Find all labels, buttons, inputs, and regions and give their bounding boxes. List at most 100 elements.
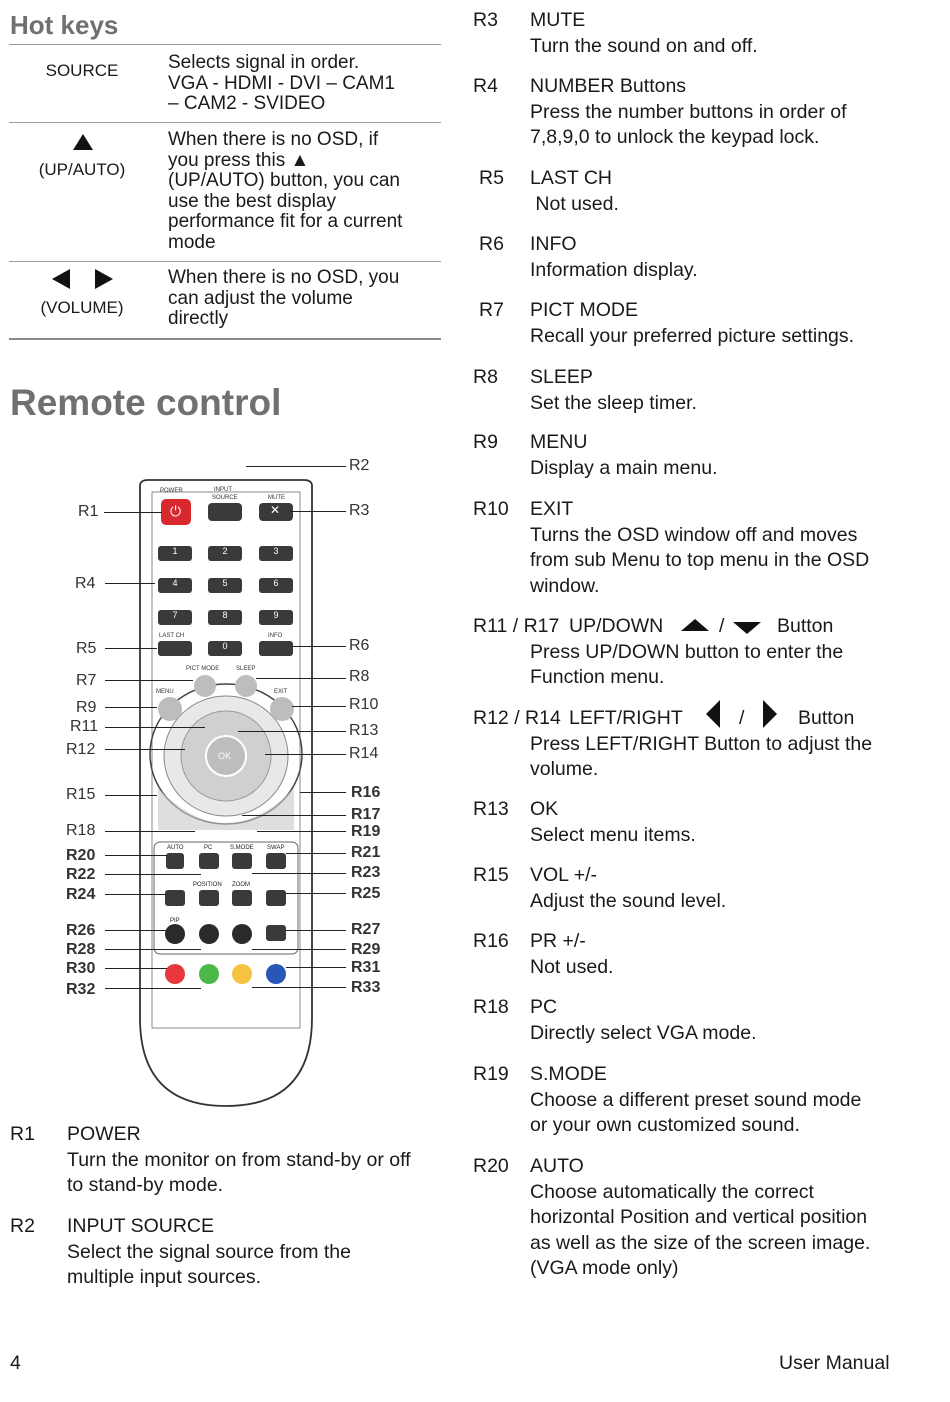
entry-code: R19 bbox=[473, 1063, 509, 1085]
yellow-key-button[interactable] bbox=[232, 964, 252, 984]
pip-tiny-label: PIP bbox=[170, 918, 180, 924]
entry-desc-line: Information display. bbox=[530, 258, 698, 281]
digit-0-button[interactable]: 0 bbox=[208, 641, 242, 656]
callout-r13: R13 bbox=[349, 722, 379, 739]
function-button[interactable] bbox=[165, 890, 185, 906]
leader-line bbox=[242, 815, 346, 816]
entry-desc-line: as well as the size of the screen image. bbox=[530, 1231, 871, 1254]
leader-line bbox=[290, 511, 346, 512]
up-arrow-icon bbox=[72, 133, 94, 156]
right-arrow-icon bbox=[94, 268, 114, 295]
entry-code: R11 / R17 bbox=[473, 615, 560, 637]
entry-desc-line: Turn the monitor on from stand-by or off bbox=[67, 1148, 411, 1171]
pip-button[interactable] bbox=[165, 924, 185, 944]
leader-line bbox=[105, 680, 193, 681]
leader-line bbox=[105, 707, 157, 708]
digit-9-button[interactable]: 9 bbox=[259, 610, 293, 625]
callout-r11: R11 bbox=[70, 718, 99, 735]
leader-line bbox=[105, 583, 155, 584]
hotkey-up-auto-label: (UP/AUTO) bbox=[38, 160, 126, 179]
separator: / bbox=[739, 707, 745, 729]
info-button[interactable] bbox=[259, 641, 293, 656]
entry-name: LAST CH bbox=[530, 167, 612, 189]
hotkey-source-desc: Selects signal in order. VGA - HDMI - DV… bbox=[168, 52, 395, 114]
callout-r6: R6 bbox=[349, 637, 370, 654]
auto-button[interactable] bbox=[166, 853, 184, 869]
entry-name: MENU bbox=[530, 431, 588, 453]
entry-code: R12 / R14 bbox=[473, 707, 561, 729]
swap-tiny-label: SWAP bbox=[267, 845, 285, 851]
input-source-button[interactable] bbox=[208, 503, 242, 521]
down-arrow-icon bbox=[732, 617, 762, 643]
pict-mode-button[interactable] bbox=[194, 675, 216, 697]
hotkey-up-auto-desc: When there is no OSD, if you press this … bbox=[168, 129, 403, 253]
leader-line bbox=[286, 967, 346, 968]
digit-2-button[interactable]: 2 bbox=[208, 546, 242, 561]
leader-line bbox=[265, 754, 346, 755]
mute-button[interactable]: ✕ bbox=[259, 503, 293, 521]
entry-desc-line: Turn the sound on and off. bbox=[530, 34, 758, 57]
menu-button[interactable] bbox=[158, 697, 182, 721]
divider bbox=[9, 338, 441, 340]
digit-6-button[interactable]: 6 bbox=[259, 578, 293, 593]
entry-code: R3 bbox=[473, 9, 498, 31]
ok-button[interactable]: OK bbox=[218, 751, 232, 761]
sleep-button[interactable] bbox=[235, 675, 257, 697]
page-number: 4 bbox=[10, 1352, 21, 1374]
green-key-button[interactable] bbox=[199, 964, 219, 984]
blue-key-button[interactable] bbox=[266, 964, 286, 984]
position-tiny-label: POSITION bbox=[193, 882, 222, 888]
zoom-button[interactable] bbox=[232, 890, 252, 906]
callout-r32: R32 bbox=[66, 981, 96, 998]
red-key-button[interactable] bbox=[165, 964, 185, 984]
callout-r5: R5 bbox=[76, 640, 97, 657]
callout-r25: R25 bbox=[351, 885, 381, 902]
entry-name: PR +/- bbox=[530, 930, 586, 952]
leader-line bbox=[286, 893, 346, 894]
leader-line bbox=[286, 930, 346, 931]
auto-tiny-label: AUTO bbox=[167, 845, 184, 851]
function-button[interactable] bbox=[266, 925, 286, 941]
digit-4-button[interactable]: 4 bbox=[158, 578, 192, 593]
entry-name: EXIT bbox=[530, 498, 574, 520]
digit-7-button[interactable]: 7 bbox=[158, 610, 192, 625]
leader-line bbox=[105, 894, 167, 895]
leader-line bbox=[104, 512, 162, 513]
divider bbox=[9, 261, 441, 262]
function-button[interactable] bbox=[266, 890, 286, 906]
callout-r19: R19 bbox=[351, 823, 381, 840]
entry-desc-line: 7,8,9,0 to unlock the keypad lock. bbox=[530, 126, 820, 148]
last-ch-button[interactable] bbox=[158, 641, 192, 656]
smode-button[interactable] bbox=[232, 853, 252, 869]
entry-desc-line: (VGA mode only) bbox=[530, 1257, 679, 1279]
digit-1-button[interactable]: 1 bbox=[158, 546, 192, 561]
digit-3-button[interactable]: 3 bbox=[259, 546, 293, 561]
entry-name: OK bbox=[530, 798, 559, 820]
function-button[interactable] bbox=[199, 924, 219, 944]
left-arrow-icon bbox=[705, 699, 721, 737]
leader-line bbox=[105, 727, 205, 728]
leader-line bbox=[105, 968, 167, 969]
entry-name: LEFT/RIGHT bbox=[569, 707, 683, 729]
leader-line bbox=[105, 749, 185, 750]
leader-line bbox=[105, 874, 201, 875]
power-icon: ⏻ bbox=[170, 503, 182, 519]
digit-8-button[interactable]: 8 bbox=[208, 610, 242, 625]
leader-line bbox=[105, 988, 201, 989]
callout-r33: R33 bbox=[351, 979, 381, 996]
pc-tiny-label: PC bbox=[204, 845, 213, 851]
info-tiny-label: INFO bbox=[268, 633, 283, 639]
leader-line bbox=[256, 678, 346, 679]
callout-r17: R17 bbox=[351, 806, 381, 823]
callout-r12: R12 bbox=[66, 741, 96, 758]
sleep-tiny-label: SLEEP bbox=[236, 666, 256, 672]
pc-button[interactable] bbox=[199, 853, 219, 869]
leader-line bbox=[105, 855, 167, 856]
exit-button[interactable] bbox=[270, 697, 294, 721]
swap-button[interactable] bbox=[266, 853, 286, 869]
function-button[interactable] bbox=[232, 924, 252, 944]
power-button[interactable]: ⏻ bbox=[161, 499, 191, 525]
digit-5-button[interactable]: 5 bbox=[208, 578, 242, 593]
position-button[interactable] bbox=[199, 890, 219, 906]
entry-name: INPUT SOURCE bbox=[67, 1215, 214, 1237]
